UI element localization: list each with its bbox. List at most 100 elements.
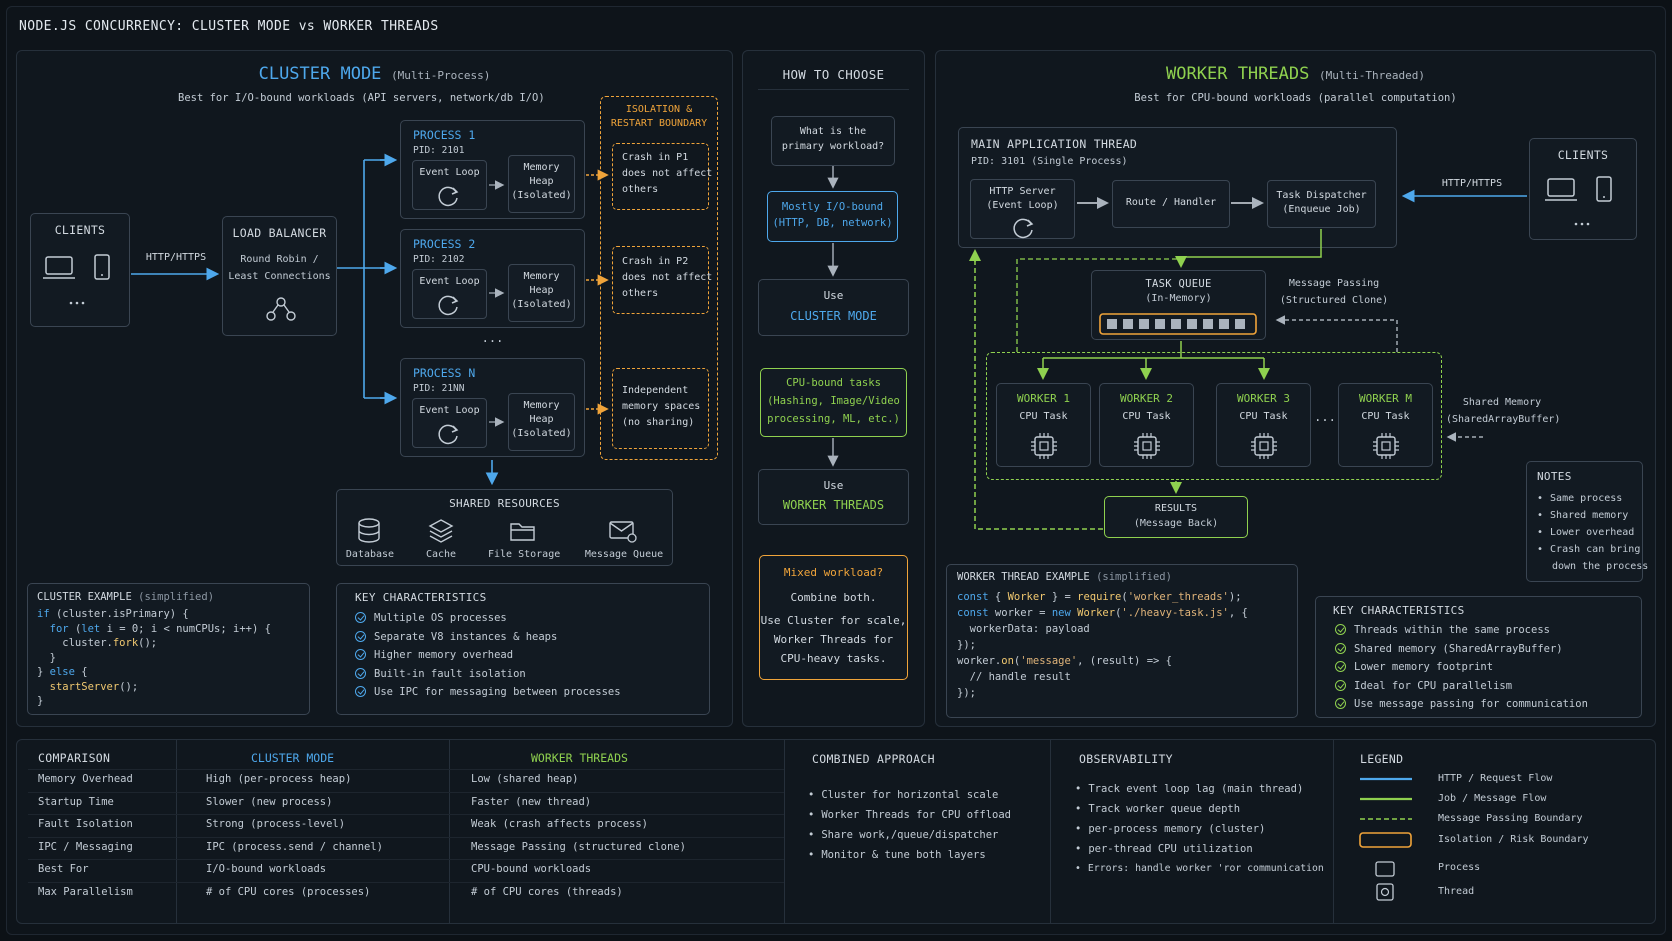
worker-characteristics-list: Threads within the same process Shared m… <box>1335 621 1588 714</box>
table-row-label: Startup Time <box>38 795 114 808</box>
cluster-code-title-suffix: (simplified) <box>138 591 215 603</box>
cluster-characteristics-list: Multiple OS processes Separate V8 instan… <box>355 609 621 702</box>
event-loop-box <box>412 269 487 319</box>
load-balancer-title: LOAD BALANCER <box>232 226 327 240</box>
combined-item: Monitor & tune both layers <box>808 845 1011 865</box>
io-option-line: Mostly I/O-bound <box>781 201 884 213</box>
results-line: (Message Back) <box>1133 518 1219 529</box>
note-item: Lower overhead <box>1537 524 1648 541</box>
characteristic-item: Use message passing for communication <box>1335 695 1588 714</box>
divider <box>784 739 785 924</box>
comparison-header-worker: WORKER THREADS <box>531 751 628 765</box>
characteristic-text: Lower memory footprint <box>1354 661 1494 673</box>
characteristic-text: Use message passing for communication <box>1354 698 1588 710</box>
isolation-note-line: memory spaces <box>622 401 701 412</box>
cpu-option-box <box>760 368 907 437</box>
shared-memory-line: Shared Memory <box>1462 397 1542 408</box>
question-line: primary workload? <box>781 141 885 152</box>
use-label: Use <box>823 479 844 492</box>
code-line: // handle result <box>957 671 1071 683</box>
note-item: Same process <box>1537 490 1648 507</box>
isolation-note-box <box>612 143 709 210</box>
characteristic-item: Separate V8 instances & heaps <box>355 628 621 647</box>
isolation-note-line: does not affect <box>622 272 713 283</box>
shared-item-label: Cache <box>425 549 457 560</box>
task-dispatcher-box <box>1267 180 1376 228</box>
worker-subtitle: Best for CPU-bound workloads (parallel c… <box>1134 92 1457 104</box>
code-line: workerData: payload <box>957 623 1090 635</box>
shared-item-label: Database <box>345 549 395 560</box>
worker-code-title-suffix: (simplified) <box>1096 571 1172 583</box>
mixed-line: Worker Threads for <box>773 633 894 646</box>
isolation-note-line: Crash in P2 <box>622 256 689 267</box>
database-icon <box>358 518 380 543</box>
memory-label: Heap <box>529 414 554 425</box>
memory-label: (Isolated) <box>511 299 572 310</box>
check-icon <box>1335 661 1346 672</box>
cluster-characteristics-box <box>336 583 710 715</box>
event-loop-icon <box>438 186 459 207</box>
worker-clients-label: CLIENTS <box>1557 148 1609 162</box>
message-passing-line: Message Passing <box>1288 278 1380 289</box>
route-handler-box <box>1112 180 1230 228</box>
legend-label: Message Passing Boundary <box>1438 813 1583 824</box>
cpu-option-line: (Hashing, Image/Video <box>767 395 900 407</box>
process-ellipsis: ... <box>481 331 504 345</box>
cpu-chip-icon <box>1373 433 1399 459</box>
characteristic-text: Shared memory (SharedArrayBuffer) <box>1354 642 1563 655</box>
main-thread-title: MAIN APPLICATION THREAD <box>971 137 1138 151</box>
cluster-code: if (cluster.isPrimary) { for (let i = 0;… <box>37 607 271 709</box>
observability-item: Track event loop lag (main thread) <box>1075 779 1324 799</box>
mixed-line: CPU-heavy tasks. <box>780 652 887 665</box>
worker-name: WORKER 1 <box>1017 392 1070 405</box>
cluster-code-title: CLUSTER EXAMPLE (simplified) <box>37 591 214 603</box>
code-line: } <box>37 695 44 707</box>
worker-name: WORKER M <box>1359 392 1412 405</box>
task-queue-title: TASK QUEUE <box>1145 278 1212 290</box>
observability-list: Track event loop lag (main thread) Track… <box>1075 779 1324 879</box>
check-icon <box>1335 679 1346 691</box>
worker-http-label: HTTP/HTTPS <box>1441 178 1503 189</box>
results-line: RESULTS <box>1154 503 1198 514</box>
worker-task: CPU Task <box>1239 411 1288 422</box>
table-cell: CPU-bound workloads <box>471 863 592 876</box>
io-option-line: (HTTP, DB, network) <box>772 217 893 229</box>
check-icon <box>355 649 366 660</box>
mixed-line: Combine both. <box>790 591 877 604</box>
isolation-note-box <box>612 246 709 314</box>
code-line: } else { <box>37 666 88 678</box>
code-line: const { Worker } = require('worker_threa… <box>957 591 1242 603</box>
message-passing-line: (Structured Clone) <box>1279 295 1389 306</box>
worker-ellipsis: ... <box>1314 410 1336 424</box>
load-balancer-icon <box>266 297 296 321</box>
load-balancer-box <box>222 216 337 336</box>
task-dispatcher-line: (Enqueue Job) <box>1282 204 1361 215</box>
cluster-code-box <box>27 583 310 715</box>
code-line: cluster.fork(); <box>37 637 158 649</box>
characteristic-item: Built-in fault isolation <box>355 665 621 684</box>
use-label: Use <box>823 289 844 302</box>
cpu-chip-icon <box>1134 433 1160 459</box>
mixed-workload-box <box>759 555 908 680</box>
code-line: if (cluster.isPrimary) { <box>37 608 189 620</box>
observability-item: Errors: handle worker 'ror communication <box>1075 859 1324 879</box>
combined-item: Cluster for horizontal scale <box>808 785 1011 805</box>
event-loop-icon <box>438 295 459 316</box>
observability-item: per-process memory (cluster) <box>1075 819 1324 839</box>
table-row-divider <box>28 882 784 883</box>
shared-item-label: File Storage <box>488 549 561 560</box>
code-line: for (let i = 0; i < numCPUs; i++) { <box>49 622 271 635</box>
http-server-box <box>970 179 1075 239</box>
legend-label: Process <box>1438 862 1481 873</box>
isolation-note-line: others <box>622 184 659 195</box>
worker-heading-text: WORKER THREADS <box>1166 64 1310 84</box>
note-item: down the process <box>1552 561 1649 572</box>
worker-code-box <box>946 564 1298 718</box>
divider <box>1333 739 1334 924</box>
table-row-divider <box>28 791 784 793</box>
observability-item: Track worker queue depth <box>1075 799 1324 819</box>
isolation-note-line: does not affect <box>622 168 713 179</box>
legend-title: LEGEND <box>1360 752 1404 766</box>
